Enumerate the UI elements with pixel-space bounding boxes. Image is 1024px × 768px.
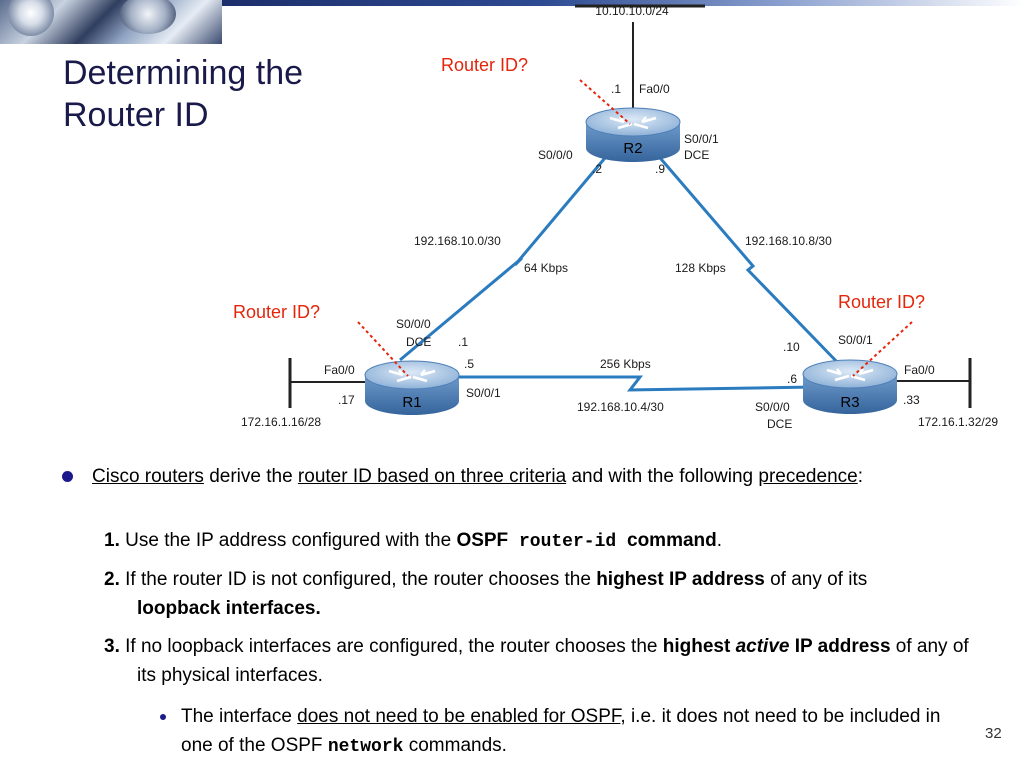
r3-s001-if: S0/0/1 <box>838 333 873 347</box>
item-bold: OSPF <box>456 530 509 551</box>
link-r2-r3 <box>653 151 842 367</box>
link-r1-r3-network: 192.168.10.4/30 <box>577 400 664 414</box>
item-bold: highest IP address <box>596 569 765 590</box>
router-id-question-r3: Router ID? <box>838 292 925 312</box>
item-number: 1. <box>104 530 120 551</box>
r3-s000-addr: .6 <box>787 372 797 386</box>
r3-s000-dce: DCE <box>767 417 792 431</box>
item-text: If the router ID is not configured, the … <box>119 569 597 590</box>
router-id-pointer-r1 <box>357 321 409 377</box>
item-bold-italic: active <box>735 636 790 657</box>
router-id-question-r2: Router ID? <box>441 55 528 75</box>
r1-s000-dce: DCE <box>406 335 431 349</box>
item-text: . <box>716 530 723 551</box>
banner-strip <box>222 0 1024 6</box>
router-arrows-icon <box>826 368 874 382</box>
router-arrows-icon <box>388 369 436 383</box>
item-text: If no loopback interfaces are configured… <box>119 636 663 657</box>
slide-banner <box>0 0 1024 44</box>
sub-text: The interface <box>181 706 298 727</box>
router-top <box>802 359 898 389</box>
banner-disc-shape <box>120 0 176 34</box>
router-top <box>364 360 460 390</box>
bullet-dot-icon <box>62 471 73 482</box>
item-bold: highest <box>662 636 731 657</box>
router-r1-name: R1 <box>402 394 421 411</box>
criteria-item-1: 1. Use the IP address configured with th… <box>104 526 964 557</box>
item-bold: IP address <box>789 636 891 657</box>
page-number: 32 <box>985 725 1002 742</box>
sub-bullet-dot-icon <box>160 714 166 720</box>
r2-s000-if: S0/0/0 <box>538 148 573 162</box>
sub-code: network <box>327 737 404 757</box>
router-r2-name: R2 <box>623 140 642 157</box>
bullet-text: : <box>857 466 863 487</box>
r1-lan-network: 172.16.1.16/28 <box>241 415 321 429</box>
title-line-1: Determining the <box>63 54 304 92</box>
bullet-criteria: router ID based on three criteria <box>297 466 567 487</box>
router-id-question-r1: Router ID? <box>233 302 320 322</box>
item-bold: command <box>627 530 717 551</box>
sub-underlined: does not need to be enabled for OSPF <box>297 706 621 727</box>
r1-fa-addr: .17 <box>338 393 355 407</box>
router-r2: R2 <box>585 107 681 162</box>
item-text: of any of its <box>764 569 868 590</box>
sub-text: commands. <box>403 735 507 756</box>
link-r1-r3-speed: 256 Kbps <box>600 357 651 371</box>
router-arrows-icon <box>609 116 657 130</box>
item-bold: loopback interfaces. <box>137 598 321 619</box>
r2-s001-if: S0/0/1 <box>684 132 719 146</box>
r3-s000-if: S0/0/0 <box>755 400 790 414</box>
item-text: Use the IP address configured with the <box>119 530 457 551</box>
title-line-2: Router ID <box>63 96 209 134</box>
bullet-cisco-routers: Cisco routers <box>92 466 204 487</box>
r2-fa-addr: .1 <box>611 82 621 96</box>
criteria-item-3: 3. If no loopback interfaces are configu… <box>104 632 987 690</box>
r1-s001-addr: .5 <box>464 357 474 371</box>
r3-fa-if: Fa0/0 <box>904 363 935 377</box>
r1-s000-addr: .1 <box>458 335 468 349</box>
top-network-label: 10.10.10.0/24 <box>595 4 669 18</box>
router-id-pointer-r3 <box>852 321 913 377</box>
bullet-text: derive the <box>203 466 298 487</box>
bullet-text: and with the following <box>566 466 759 487</box>
bullet-precedence: precedence <box>758 466 858 487</box>
slide-title: Determining the Router ID <box>63 52 423 136</box>
link-r1-r2 <box>399 151 612 362</box>
r2-s001-addr: .9 <box>655 162 665 176</box>
router-top <box>585 107 681 137</box>
r1-s000-if: S0/0/0 <box>396 317 431 331</box>
banner-disc-shape <box>8 0 54 36</box>
item-code: router-id <box>508 532 627 552</box>
link-r1-r2-network: 192.168.10.0/30 <box>414 234 501 248</box>
r3-lan-network: 172.16.1.32/29 <box>918 415 998 429</box>
r2-fa-if: Fa0/0 <box>639 82 670 96</box>
link-r1-r2-speed: 64 Kbps <box>524 261 568 275</box>
ospf-topology-diagram: R2 R1 R3 10.10.10.0/24 Router ID? Router… <box>233 4 998 431</box>
item-number: 3. <box>104 636 120 657</box>
link-r2-r3-network: 192.168.10.8/30 <box>745 234 832 248</box>
sub-text: , i.e. it does not need to be included i… <box>181 706 941 756</box>
r3-s001-addr: .10 <box>783 340 800 354</box>
link-r1-r3 <box>452 375 816 392</box>
sub-bullet-text: The interface does not need to be enable… <box>181 702 961 762</box>
r2-s000-addr: .2 <box>592 162 602 176</box>
link-r2-r3-speed: 128 Kbps <box>675 261 726 275</box>
r3-fa-addr: .33 <box>903 393 920 407</box>
router-r3-name: R3 <box>840 394 859 411</box>
item-text: of any of its physical interfaces. <box>137 636 969 686</box>
main-bullet-text: Cisco routers derive the router ID based… <box>92 463 932 490</box>
router-r1: R1 <box>364 360 460 415</box>
r1-s001-if: S0/0/1 <box>466 386 501 400</box>
criteria-item-2: 2. If the router ID is not configured, t… <box>104 565 937 623</box>
router-id-pointer-r2 <box>579 79 631 125</box>
router-r3: R3 <box>802 359 898 414</box>
banner-image <box>0 0 222 44</box>
item-number: 2. <box>104 569 120 590</box>
r1-fa-if: Fa0/0 <box>324 363 355 377</box>
r2-s001-dce: DCE <box>684 148 709 162</box>
